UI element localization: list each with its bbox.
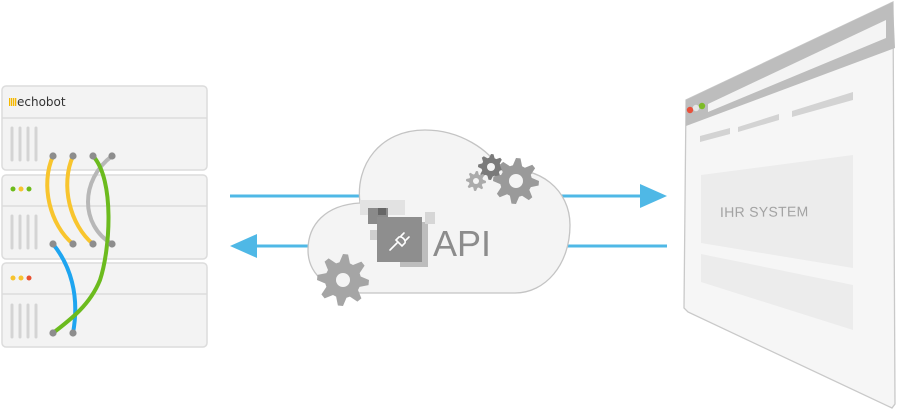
cable-gray	[86, 154, 114, 246]
gear-hole	[336, 273, 350, 287]
gear-hole	[487, 163, 495, 171]
nav-placeholder	[792, 92, 853, 117]
cable-blue	[51, 242, 78, 335]
server-unit-3	[1, 262, 208, 348]
cable-port	[69, 329, 77, 337]
status-light	[10, 186, 16, 192]
cable-yellow	[65, 154, 95, 246]
arrow-right-icon	[640, 184, 667, 208]
cable-ports	[49, 152, 116, 337]
nav-placeholder	[738, 114, 779, 132]
minimize-window-button[interactable]	[692, 104, 700, 112]
plug-icon	[389, 232, 410, 251]
cable-port	[108, 240, 116, 248]
cable-port	[108, 152, 116, 160]
cable-yellow	[45, 154, 75, 246]
cable-port	[49, 329, 57, 337]
status-light	[18, 186, 24, 192]
cable-port	[69, 152, 77, 160]
status-light	[10, 275, 16, 281]
api-label: API	[433, 223, 491, 264]
browser-window: IHR SYSTEM	[683, 0, 896, 409]
system-label: IHR SYSTEM	[720, 203, 809, 220]
nav-placeholder	[700, 128, 730, 142]
server-rack: echobot	[1, 85, 208, 348]
close-window-button[interactable]	[686, 106, 694, 114]
cables	[45, 154, 114, 335]
gear-hole	[473, 178, 479, 184]
cable-port	[69, 240, 77, 248]
maximize-window-button[interactable]	[698, 102, 706, 110]
api-cloud: API	[307, 129, 571, 306]
gears	[317, 154, 539, 306]
echobot-logo-text: echobot	[17, 95, 66, 109]
cable-port	[89, 152, 97, 160]
api-tile-decoration	[360, 200, 435, 267]
cable-green	[51, 154, 111, 335]
server-unit-2	[1, 174, 208, 260]
status-light	[26, 275, 32, 281]
arrow-left-icon	[230, 234, 257, 258]
server-unit-1: echobot	[1, 85, 208, 171]
cable-port	[49, 240, 57, 248]
echobot-logo-icon	[9, 98, 17, 106]
status-light	[26, 186, 32, 192]
content-block	[701, 254, 853, 330]
status-light	[18, 275, 24, 281]
server-vents	[10, 126, 38, 339]
address-bar	[708, 20, 886, 112]
content-hero-block	[701, 155, 853, 268]
cable-port	[89, 240, 97, 248]
cable-port	[49, 152, 57, 160]
gear-hole	[509, 174, 523, 188]
